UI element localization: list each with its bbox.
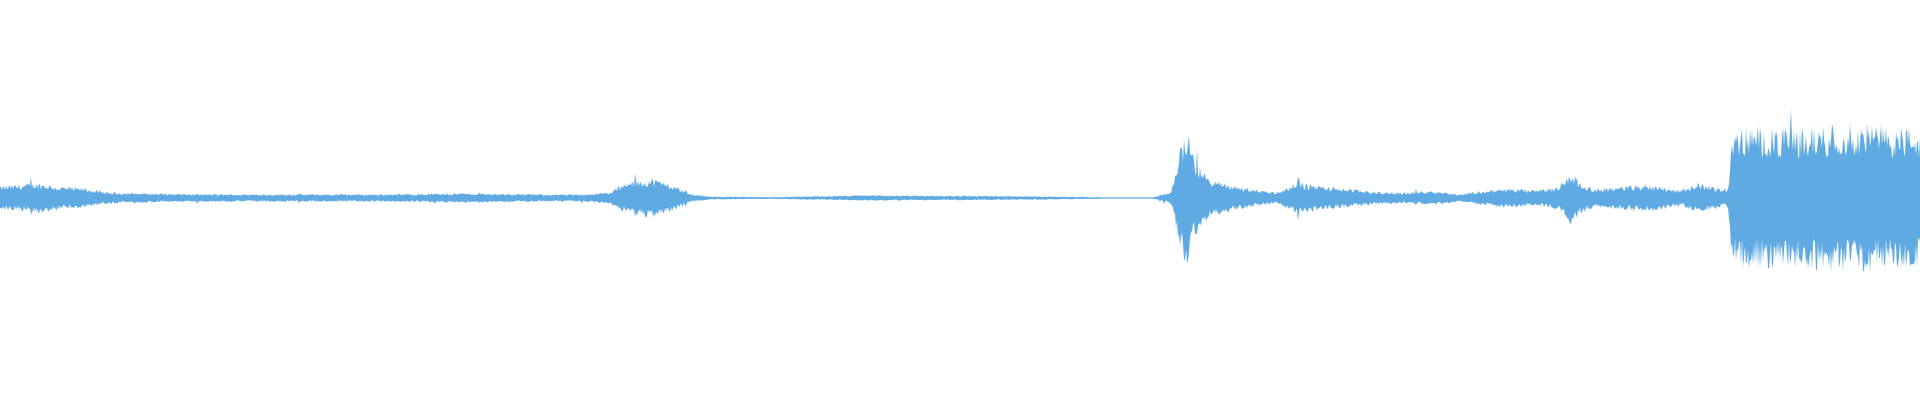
waveform-shape	[0, 109, 1920, 273]
